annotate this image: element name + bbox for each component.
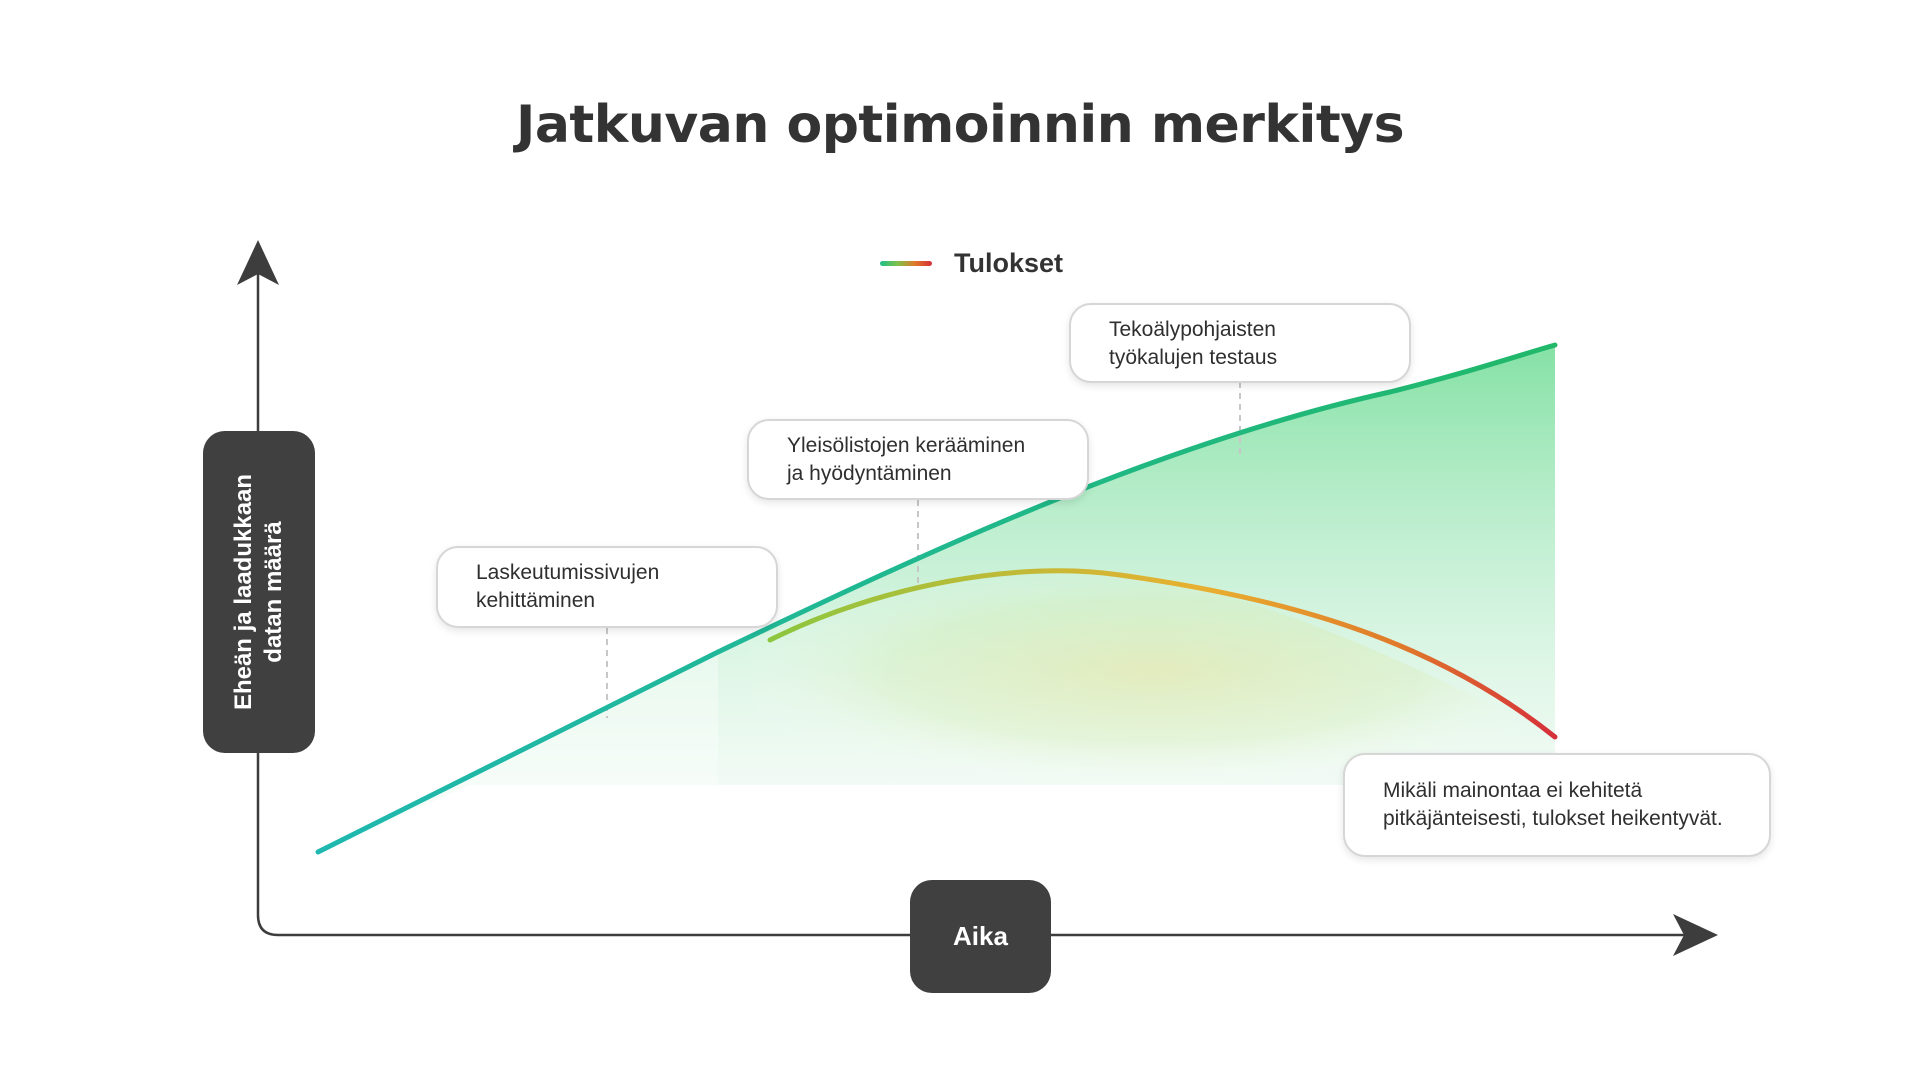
x-axis-arrowhead <box>1673 914 1718 956</box>
callout-landing-pages: Laskeutumissivujen kehittäminen <box>436 546 778 628</box>
y-axis-label-line2: datan määrä <box>260 521 288 663</box>
y-axis-label-text: Eheän ja laadukkaan datan määrä <box>229 474 289 710</box>
callout-ai-line2: työkalujen testaus <box>1109 346 1278 369</box>
x-axis-label: Aika <box>910 880 1051 993</box>
growth-line <box>315 342 1558 855</box>
callout-ai-line1: Tekoälypohjaisten <box>1109 318 1276 341</box>
y-axis-label: Eheän ja laadukkaan datan määrä <box>203 431 315 753</box>
legend-label: Tulokset <box>954 247 1064 278</box>
callout-audience-line1: Yleisölistojen kerääminen <box>787 434 1026 457</box>
callout-warning-line1: Mikäli mainontaa ei kehitetä <box>1383 779 1643 802</box>
callout-landing-line2: kehittäminen <box>476 589 596 612</box>
callout-ai-tools: Tekoälypohjaisten työkalujen testaus <box>1069 303 1411 383</box>
y-axis-arrowhead <box>237 240 279 285</box>
page-title: Jatkuvan optimoinnin merkitys <box>515 95 1405 155</box>
legend-swatch <box>880 260 932 266</box>
callout-warning: Mikäli mainontaa ei kehitetä pitkäjäntei… <box>1343 753 1771 857</box>
y-axis-line <box>256 262 1695 937</box>
callout-audience-lists: Yleisölistojen kerääminen ja hyödyntämin… <box>747 419 1089 500</box>
y-axis-label-line1: Eheän ja laadukkaan <box>230 473 258 711</box>
legend: Tulokset <box>880 246 1063 280</box>
decline-area <box>750 573 1555 790</box>
callout-landing-line1: Laskeutumissivujen <box>476 561 660 584</box>
x-axis-label-text: Aika <box>953 921 1008 951</box>
callout-audience-line2: ja hyödyntäminen <box>787 462 952 485</box>
callout-warning-line2: pitkäjänteisesti, tulokset heikentyvät. <box>1383 807 1723 830</box>
decline-line <box>767 568 1558 740</box>
